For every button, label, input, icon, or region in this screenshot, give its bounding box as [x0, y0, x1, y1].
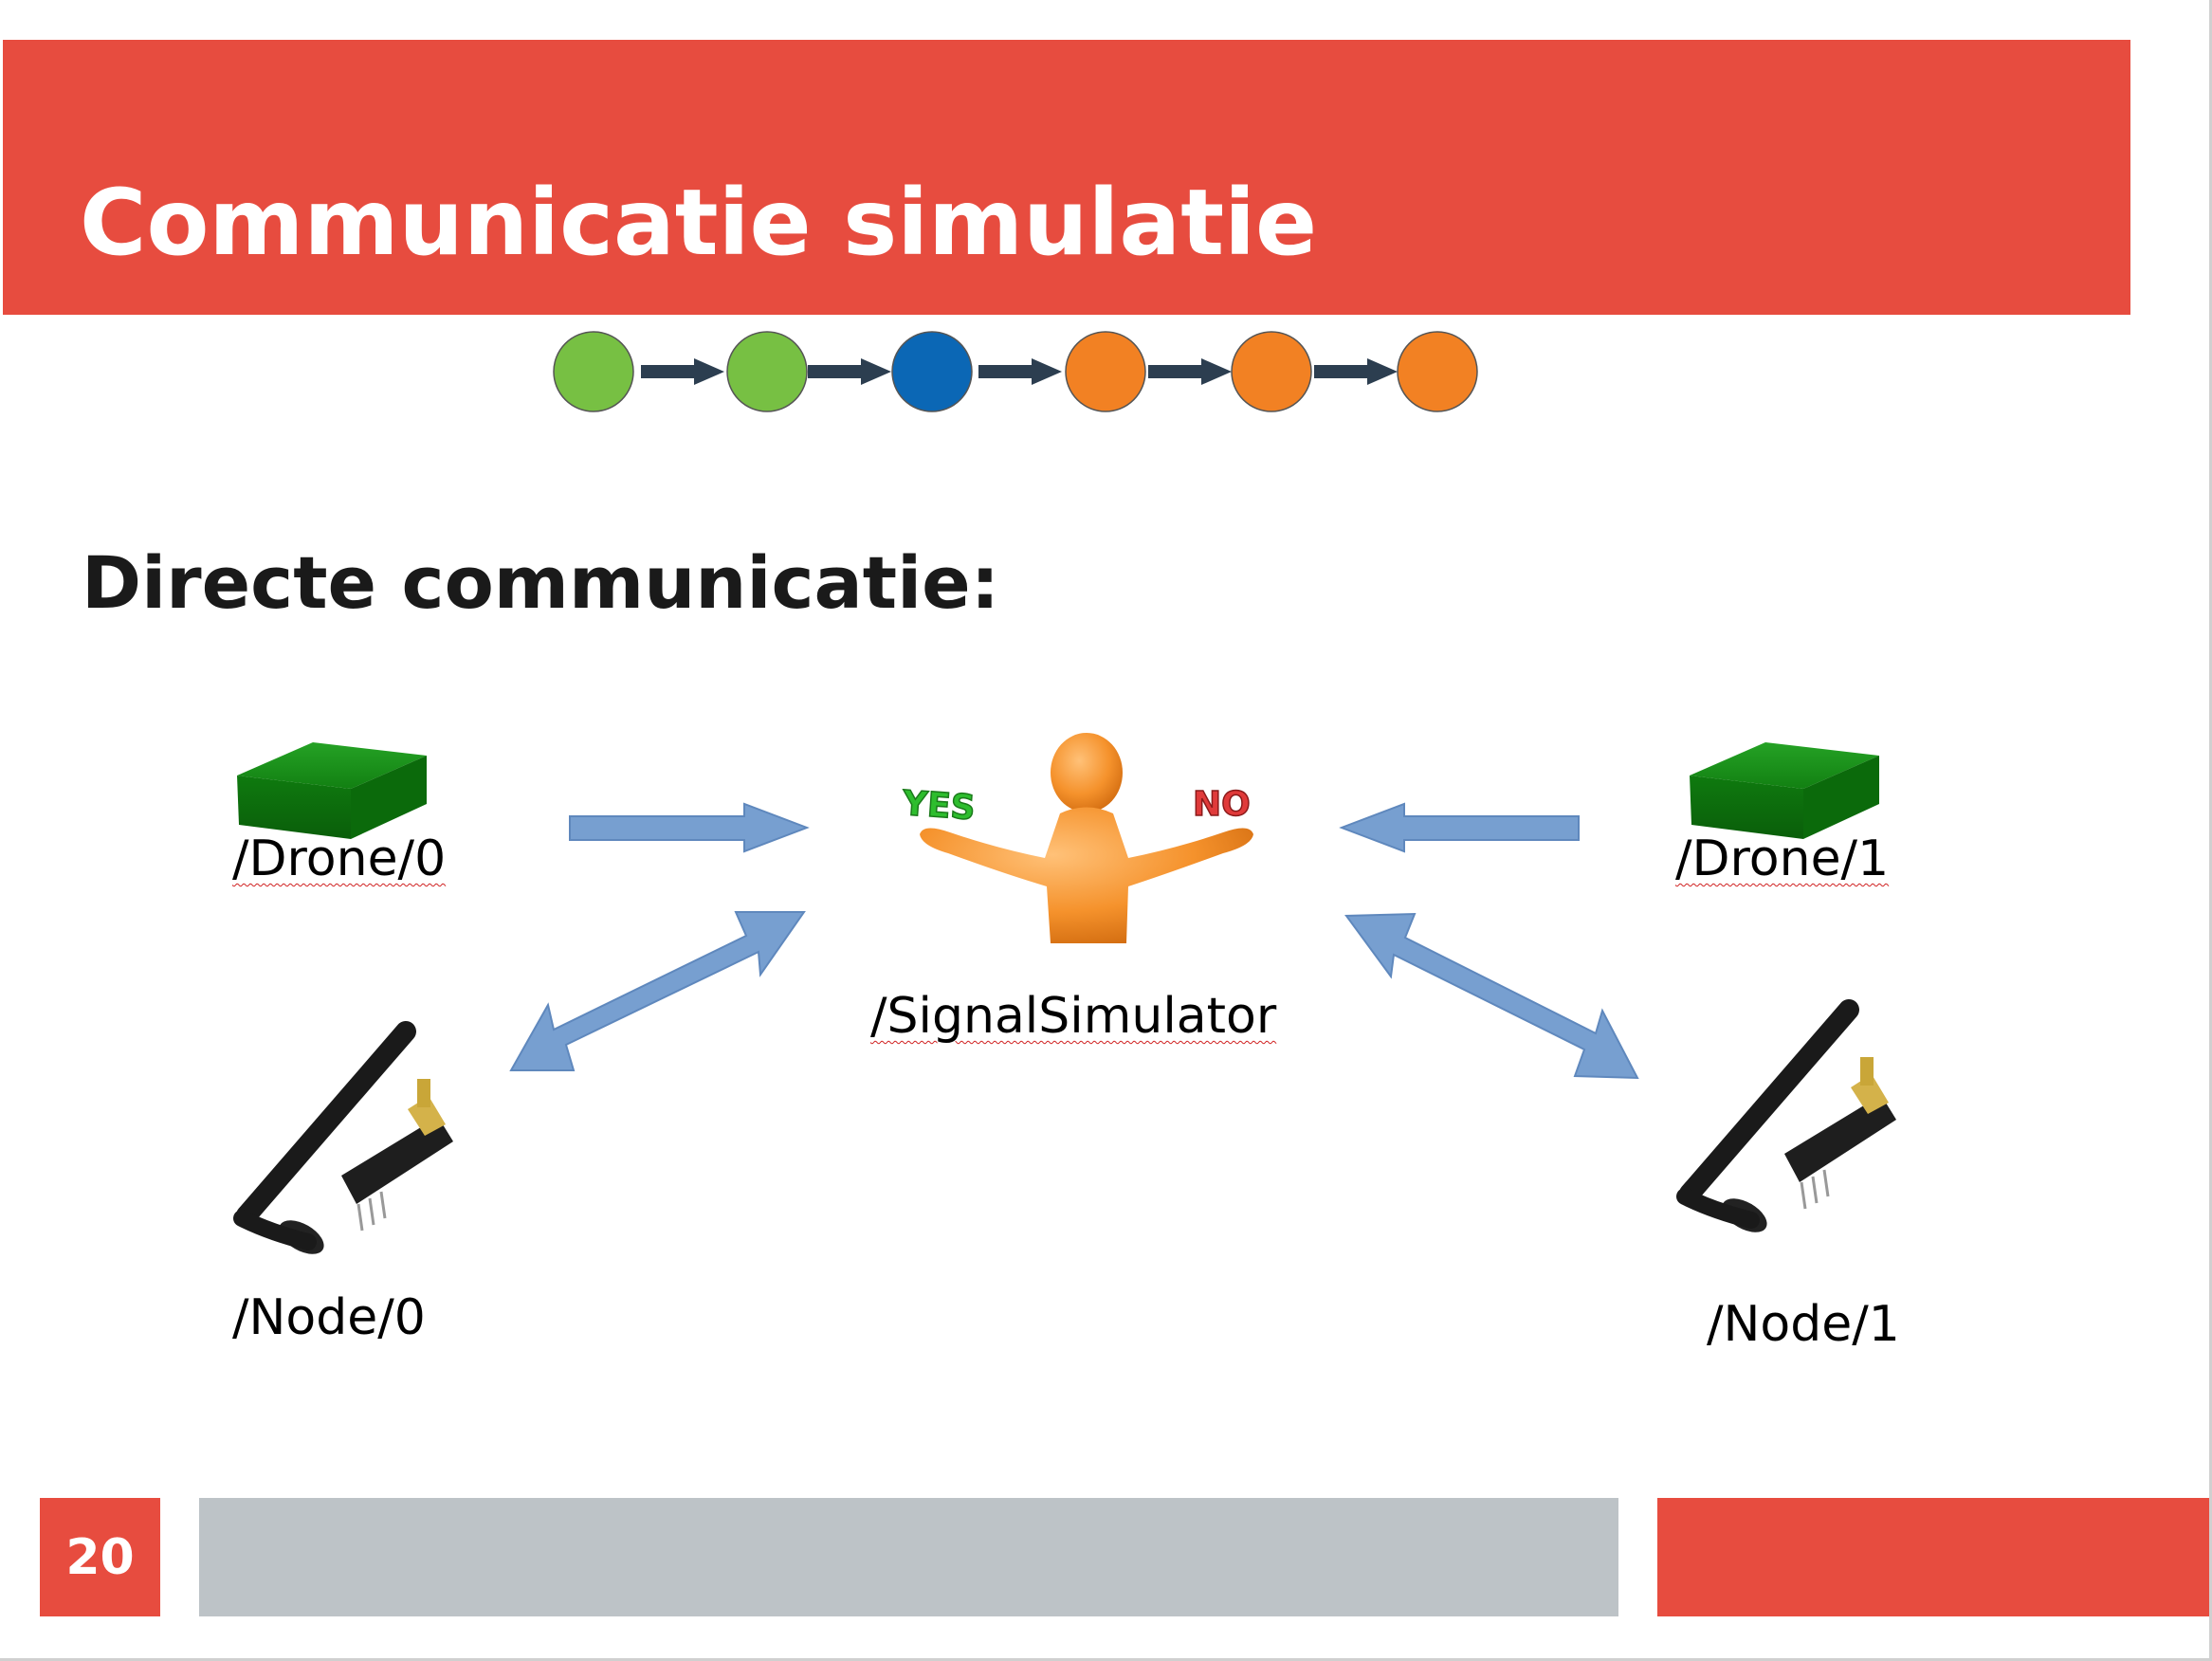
arrow-node1-simulator-bidirectional: [1344, 912, 1639, 1080]
node-1-radio-module-icon: [1676, 999, 1896, 1232]
progress-step-1: [553, 331, 634, 412]
progress-connector: [808, 358, 891, 385]
progress-connector: [641, 358, 724, 385]
drone-0-label: /Drone/0: [232, 830, 447, 887]
progress-step-5: [1231, 331, 1312, 412]
yes-badge: YES: [901, 784, 977, 828]
progress-track: [553, 331, 1478, 412]
no-badge: NO: [1193, 785, 1251, 824]
progress-connector: [1314, 358, 1398, 385]
chip-pins: [356, 1191, 387, 1232]
arrow-drone1-to-simulator: [1339, 802, 1580, 853]
footer-bar: [199, 1498, 1618, 1616]
slide-title: Communicatie simulatie: [80, 170, 1318, 276]
arrow-node0-simulator-bidirectional: [509, 911, 806, 1071]
section-heading: Directe communicatie:: [82, 540, 1000, 625]
title-bar: [3, 40, 2130, 315]
progress-step-2: [726, 331, 808, 412]
drone-1-label: /Drone/1: [1675, 830, 1890, 887]
node-1-label: /Node/1: [1707, 1296, 1900, 1353]
signal-simulator-label: /SignalSimulator: [870, 988, 1277, 1045]
progress-connector: [978, 358, 1062, 385]
confused-person-icon: [920, 733, 1253, 943]
chip-pins: [1800, 1169, 1830, 1210]
drone-0-box-icon: [237, 742, 427, 839]
drone-1-box-icon: [1690, 742, 1879, 839]
progress-step-3: [891, 331, 973, 412]
progress-step-6: [1397, 331, 1478, 412]
arrow-drone0-to-simulator: [569, 802, 810, 853]
page-number: 20: [40, 1498, 160, 1616]
footer-accent: [1657, 1498, 2209, 1616]
node-0-radio-module-icon: [233, 1021, 453, 1254]
progress-connector: [1148, 358, 1232, 385]
node-0-label: /Node/0: [232, 1289, 426, 1346]
progress-step-4: [1065, 331, 1146, 412]
